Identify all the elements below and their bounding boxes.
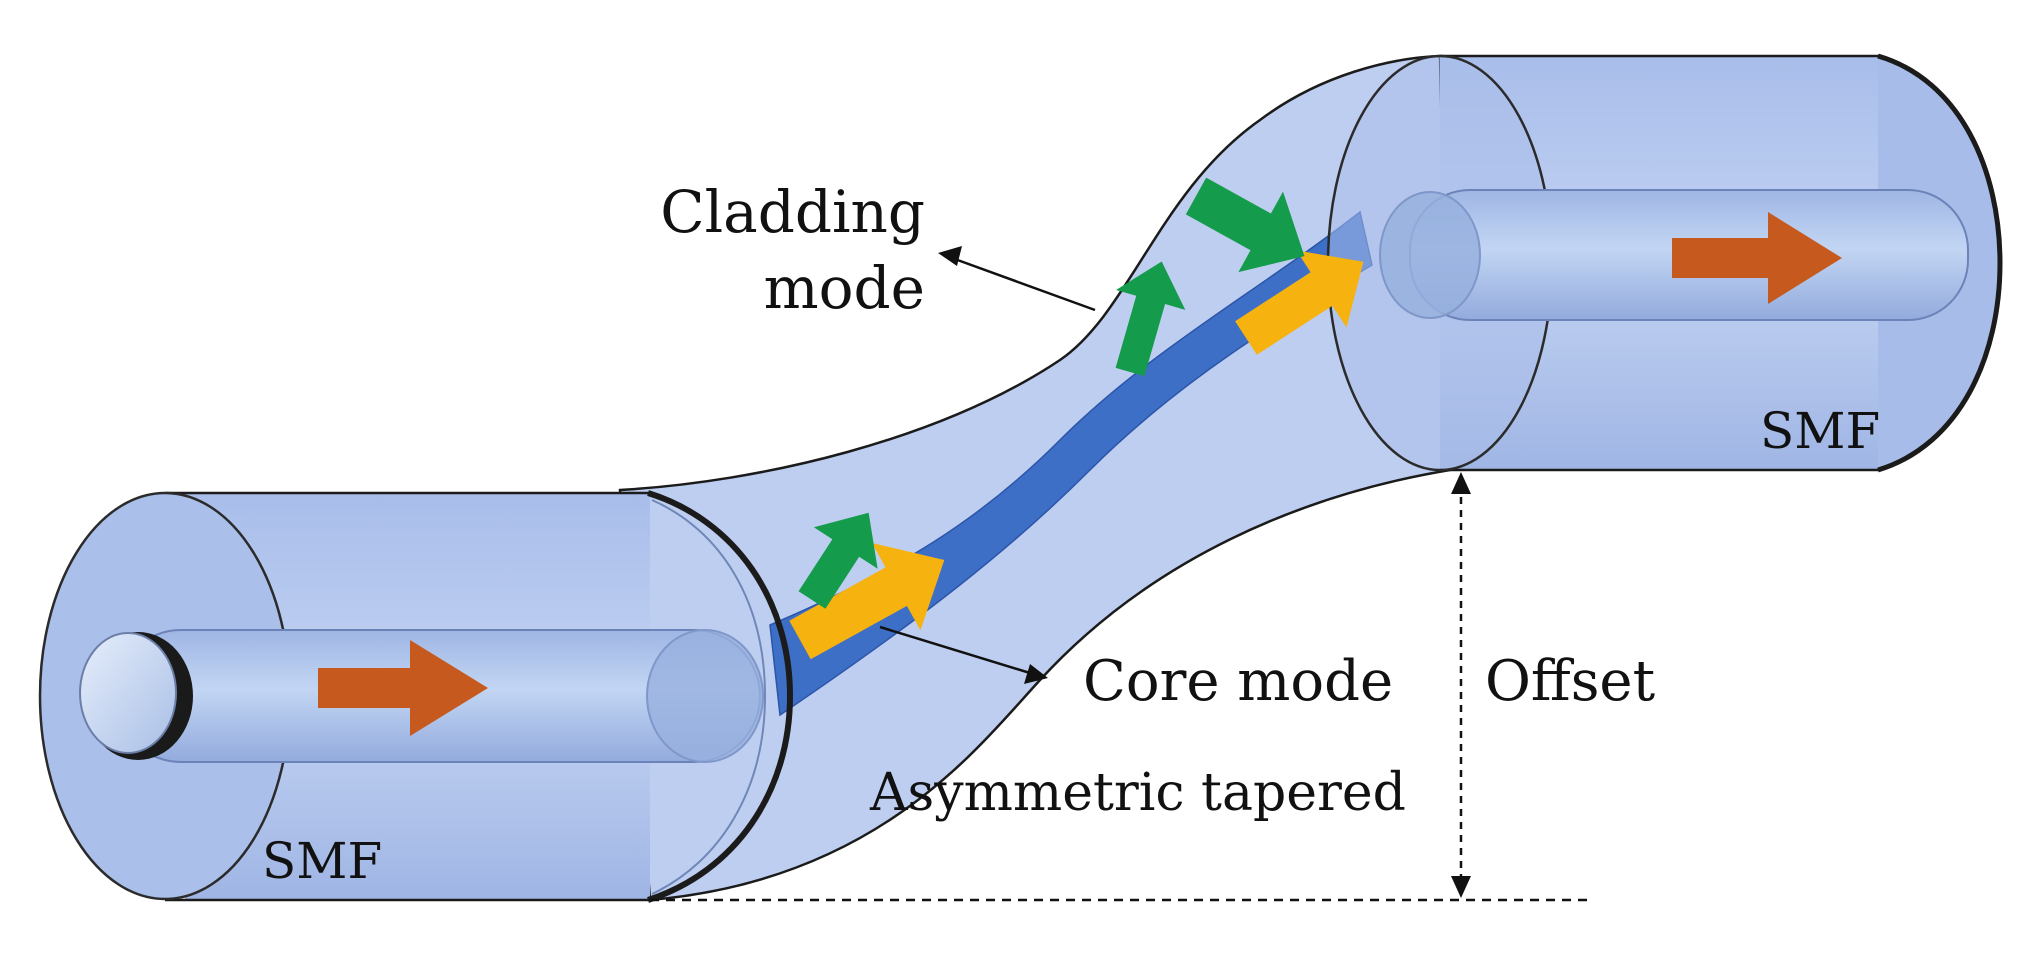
right-propagation-arrow <box>1672 212 1842 304</box>
offset-arrowhead-bottom <box>1451 876 1471 898</box>
cladding-pointer-arrowhead <box>938 246 962 266</box>
cladding-mode-label-line2: mode <box>764 254 925 322</box>
core-mode-arrow-upper <box>1235 250 1364 355</box>
offset-arrowhead-top <box>1451 472 1471 494</box>
cladding-mode-arrow-middle <box>1115 261 1186 377</box>
cladding-mode-arrow-upper <box>1185 177 1305 273</box>
left-core-end-cap <box>79 632 177 754</box>
asymmetric-tapered-label: Asymmetric tapered <box>869 763 1406 823</box>
offset-label: Offset <box>1485 649 1656 714</box>
cladding-mode-arrow-lower <box>798 512 878 609</box>
core-mode-arrow-lower <box>789 542 945 660</box>
right-smf-fiber <box>1326 53 2003 473</box>
core-mode-label: Core mode <box>1083 649 1393 714</box>
left-propagation-arrow <box>318 640 488 736</box>
smf-label-right: SMF <box>1760 402 1880 460</box>
core-pointer-arrowhead <box>1024 664 1048 684</box>
cladding-mode-label-line1: Cladding <box>660 178 925 246</box>
smf-label-left: SMF <box>262 832 382 890</box>
